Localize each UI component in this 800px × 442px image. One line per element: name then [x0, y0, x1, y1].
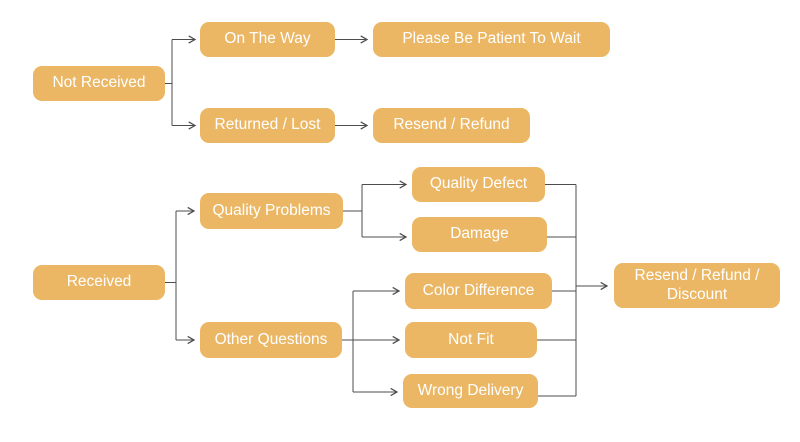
node-other-questions: Other Questions [200, 322, 342, 358]
node-resend-refund: Resend / Refund [373, 108, 530, 143]
node-on-the-way: On The Way [200, 22, 335, 57]
node-quality-problems: Quality Problems [200, 193, 343, 229]
node-not-received: Not Received [33, 66, 165, 101]
node-wrong-delivery: Wrong Delivery [403, 374, 538, 408]
node-resend-refund-discount: Resend / Refund / Discount [614, 263, 780, 308]
node-color-difference: Color Difference [405, 273, 552, 309]
node-not-fit: Not Fit [405, 322, 537, 358]
node-received: Received [33, 265, 165, 300]
node-damage: Damage [412, 217, 547, 252]
node-please-be-patient: Please Be Patient To Wait [373, 22, 610, 57]
node-returned-lost: Returned / Lost [200, 108, 335, 143]
node-quality-defect: Quality Defect [412, 167, 545, 202]
